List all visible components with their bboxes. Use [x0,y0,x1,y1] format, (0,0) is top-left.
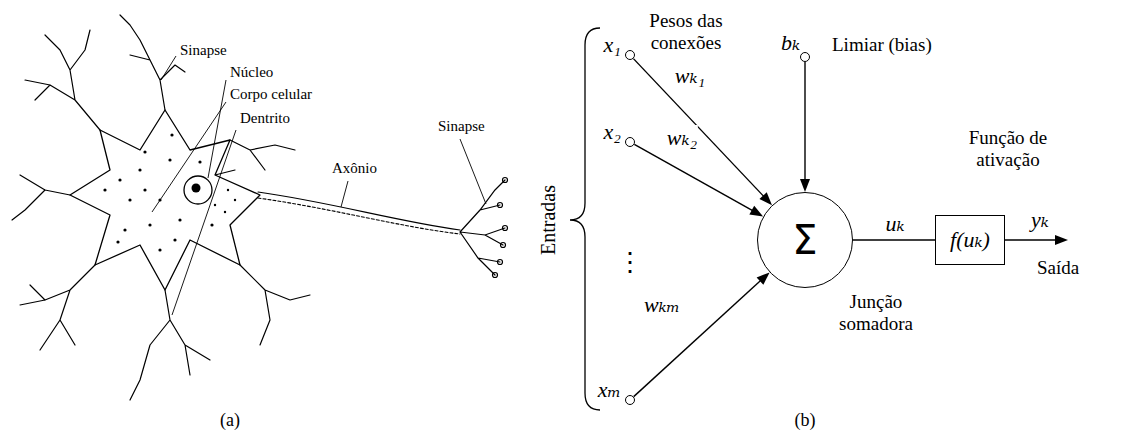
input-symbol: x₁ [604,32,621,58]
cytoplasm-stipple [198,160,201,163]
cytoplasm-stipple [116,240,119,243]
cytoplasm-stipple [138,168,141,171]
cytoplasm-stipple [158,248,161,251]
dendrite [20,265,95,350]
cytoplasm-stipple [143,188,146,191]
output-symbol: yₖ [1031,207,1049,233]
part-label: Sinapse [180,42,227,59]
nucleus [192,184,201,193]
cytoplasm-stipple [123,228,126,231]
cytoplasm-stipple [128,198,131,201]
dendrite [240,265,310,345]
dendrite [12,15,310,400]
axon [258,192,460,234]
bias-terminal: bₖ [800,52,810,62]
input-brace [570,28,600,410]
part-label: Sinapse [438,118,485,135]
leader-line [208,80,226,178]
weighted-connection [853,240,935,241]
input-symbol: xₘ [598,377,621,403]
input-terminal: x₂ [625,137,635,147]
weights-label: Pesos das conexões [630,10,742,54]
sigma-symbol: Σ [758,193,852,287]
cytoplasm-stipple [178,218,181,221]
cytoplasm-stipple [214,204,216,206]
part-label: Núcleo [230,64,273,81]
part-label: Corpo celular [230,86,312,103]
connector-line [634,280,762,397]
cytoplasm-stipple [103,133,236,251]
nucleus [184,176,212,204]
weight-symbol: wₖ₂ [666,125,698,151]
axon [258,192,460,230]
cytoplasm-stipple [168,158,171,161]
leader-line [152,102,226,212]
connector-line [634,144,753,211]
output-label: Saída [1037,257,1079,279]
axon-terminal [493,273,498,278]
axon-terminal [501,243,506,248]
cytoplasm-stipple [173,238,176,241]
cytoplasm-stipple [210,223,213,226]
weight-symbol: wₖₘ [643,292,681,318]
leader-line [161,56,176,80]
panel-letter: (a) [220,410,240,431]
dendrite [12,175,70,220]
dendrite [130,290,210,400]
axon-terminal [498,260,503,265]
cytoplasm-stipple [148,223,151,226]
dendrite [120,15,185,110]
axon [258,198,460,234]
leader-line [172,130,236,315]
input-terminal: xₘ [625,395,635,405]
cytoplasm-stipple [103,188,106,191]
part-label: Dentrito [240,110,290,127]
activation-label: Função de ativação [953,127,1063,171]
weighted-connection [634,144,763,216]
connector-line [853,239,935,240]
weighted-connection [634,272,770,396]
axon-terminal [460,178,508,278]
connector-line [633,59,764,198]
nucleus [184,176,212,204]
cytoplasm-stipple [143,150,146,153]
ellipsis-mark: ⋮ [617,247,643,278]
connector-line [804,62,805,181]
leader-line [152,56,486,315]
axon-terminal [503,178,508,183]
input-terminal: x₁ [625,50,635,60]
cytoplasm-stipple [118,178,121,181]
input-symbol: x₂ [604,119,621,145]
cytoplasm-stipple [227,189,229,191]
junction-label: Junção somadora [820,291,932,335]
activation-box: f(uₖ)Função de ativação [935,215,1005,265]
cytoplasm-stipple [224,211,226,213]
dendrite [215,170,235,175]
cytoplasm-stipple [170,133,173,136]
cytoplasm-stipple [234,199,236,201]
weight-symbol: uₖ [884,211,905,237]
panel-letter: (b) [795,410,816,431]
axon-terminal [503,226,508,231]
output-arrow [1005,235,1068,245]
cell-body [70,110,260,290]
inputs-label: Entradas [537,185,560,255]
part-label: Axônio [332,160,377,177]
output-arrow [1005,239,1057,240]
arrowhead [749,206,763,217]
weighted-connection [800,62,810,192]
leader-line [460,139,486,204]
weight-symbol: wₖ₁ [674,63,706,89]
axon-terminal [498,203,503,208]
dendrite [230,140,295,170]
summing-junction: ΣJunção somadora [757,192,853,288]
leader-line [341,181,348,207]
bias-symbol: bₖ [781,30,800,56]
bias-label: Limiar (bias) [832,34,932,56]
dendrite [25,30,100,130]
activation-function: f(uₖ) [950,227,990,253]
